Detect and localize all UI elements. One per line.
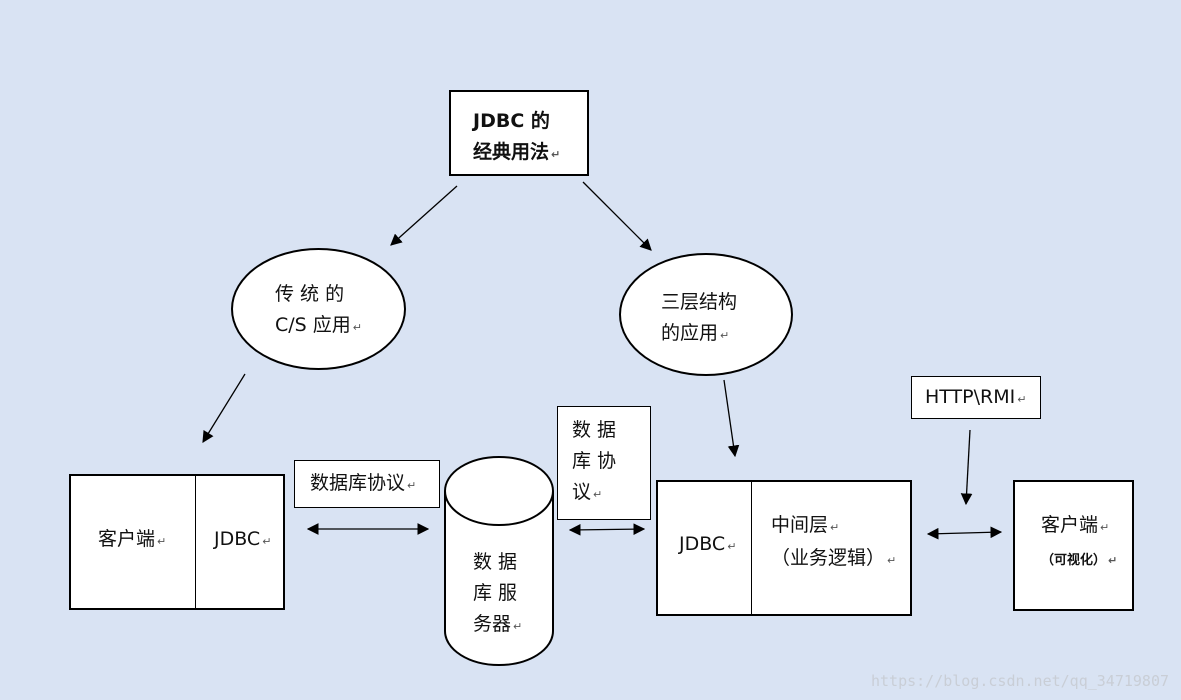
visual-client-line2: （可视化） bbox=[1041, 553, 1107, 568]
middle-tier-divider bbox=[751, 482, 752, 614]
http-rmi-box: HTTP\RMI↵ bbox=[911, 376, 1041, 419]
cs-client-box: 客户端↵ JDBC↵ bbox=[69, 474, 285, 610]
http-rmi-label: HTTP\RMI↵ bbox=[925, 382, 1026, 415]
paragraph-mark: ↵ bbox=[887, 554, 897, 567]
paragraph-mark: ↵ bbox=[407, 479, 417, 492]
cs-app-node: 传 统 的 C/S 应用↵ bbox=[231, 248, 406, 370]
visual-client-line1: 客户端 bbox=[1041, 514, 1099, 536]
cs-label: 传 统 的 C/S 应用↵ bbox=[275, 279, 362, 343]
root-line1: JDBC 的 bbox=[473, 110, 550, 132]
arrow-middle-visual-client bbox=[926, 526, 1003, 540]
paragraph-mark: ↵ bbox=[830, 521, 840, 534]
paragraph-mark: ↵ bbox=[262, 535, 272, 548]
three-tier-line1: 三层结构 bbox=[661, 291, 738, 313]
paragraph-mark: ↵ bbox=[1100, 521, 1110, 534]
middle-label: 中间层↵ （业务逻辑）↵ bbox=[771, 510, 896, 576]
arrow-root-to-three-tier bbox=[582, 181, 652, 251]
root-label: JDBC 的 经典用法↵ bbox=[473, 106, 560, 170]
paragraph-mark: ↵ bbox=[513, 620, 523, 633]
cs-client-text: 客户端 bbox=[98, 528, 156, 550]
cs-client-label: 客户端↵ bbox=[98, 524, 166, 557]
paragraph-mark: ↵ bbox=[551, 148, 561, 161]
visual-client-label: 客户端↵ bbox=[1041, 510, 1109, 543]
db-server-cylinder bbox=[444, 456, 554, 666]
three-tier-node: 三层结构 的应用↵ bbox=[619, 253, 793, 376]
cs-client-divider bbox=[195, 476, 196, 608]
http-rmi-text: HTTP\RMI bbox=[925, 386, 1016, 408]
watermark-text: https://blog.csdn.net/qq_34719807 bbox=[870, 672, 1169, 690]
cs-jdbc-label: JDBC↵ bbox=[214, 524, 271, 557]
protocol-left-box: 数据库协议↵ bbox=[294, 460, 440, 508]
paragraph-mark: ↵ bbox=[593, 488, 603, 501]
cs-jdbc-text: JDBC bbox=[214, 528, 261, 550]
arrow-db-middle bbox=[568, 523, 646, 536]
arrow-root-to-cs bbox=[390, 185, 458, 246]
paragraph-mark: ↵ bbox=[352, 321, 362, 334]
root-node: JDBC 的 经典用法↵ bbox=[449, 90, 589, 176]
root-line2: 经典用法 bbox=[473, 141, 550, 163]
protocol-right-line3: 议 bbox=[572, 481, 592, 503]
paragraph-mark: ↵ bbox=[1017, 393, 1027, 406]
cs-line2: C/S 应用 bbox=[275, 314, 351, 336]
paragraph-mark: ↵ bbox=[727, 540, 737, 553]
middle-tier-box: JDBC↵ 中间层↵ （业务逻辑）↵ bbox=[656, 480, 912, 616]
protocol-right-line2: 库 协 bbox=[572, 450, 617, 472]
arrow-http-to-link bbox=[960, 429, 973, 506]
cs-line1: 传 统 的 bbox=[275, 283, 345, 305]
arrow-three-tier-to-middle bbox=[723, 379, 740, 458]
three-tier-line2: 的应用 bbox=[661, 322, 719, 344]
three-tier-label: 三层结构 的应用↵ bbox=[661, 287, 737, 351]
db-server-line3: 务器 bbox=[473, 613, 512, 635]
protocol-right-box: 数 据 库 协 议↵ bbox=[557, 406, 651, 520]
middle-jdbc-text: JDBC bbox=[679, 533, 726, 555]
protocol-right-line1: 数 据 bbox=[572, 419, 617, 441]
paragraph-mark: ↵ bbox=[1108, 554, 1118, 567]
middle-jdbc-label: JDBC↵ bbox=[679, 529, 736, 562]
middle-line1: 中间层 bbox=[771, 514, 829, 536]
paragraph-mark: ↵ bbox=[157, 535, 167, 548]
protocol-right-label: 数 据 库 协 议↵ bbox=[572, 415, 616, 510]
visual-client-box: 客户端↵ （可视化）↵ bbox=[1013, 480, 1134, 611]
paragraph-mark: ↵ bbox=[720, 329, 730, 342]
db-server-line1: 数 据 bbox=[473, 551, 518, 573]
visual-client-sub: （可视化）↵ bbox=[1041, 545, 1117, 576]
db-server-label: 数 据 库 服 务器↵ bbox=[473, 547, 522, 642]
arrow-cs-to-client bbox=[202, 373, 246, 443]
protocol-left-text: 数据库协议 bbox=[310, 472, 406, 494]
protocol-left-label: 数据库协议↵ bbox=[310, 468, 416, 501]
middle-line2: （业务逻辑） bbox=[771, 547, 886, 569]
db-server-line2: 库 服 bbox=[473, 582, 518, 604]
